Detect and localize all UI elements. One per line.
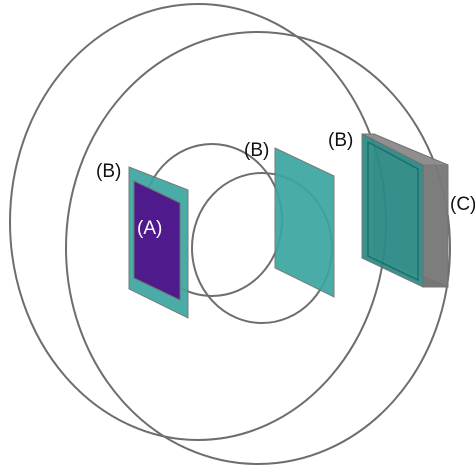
- label-left-inner: (A): [137, 218, 162, 239]
- label-right-box: (C): [450, 194, 475, 215]
- left-inner-a: [133, 180, 181, 301]
- center-panel-b: [274, 147, 335, 298]
- label-right-panel: (B): [328, 130, 353, 151]
- right-panel-b-inner-edge: [367, 140, 419, 282]
- right-panel-b: [361, 133, 424, 288]
- label-left-panel: (B): [96, 161, 121, 182]
- label-center-panel: (B): [244, 140, 269, 161]
- outer-ring-right: [65, 31, 451, 465]
